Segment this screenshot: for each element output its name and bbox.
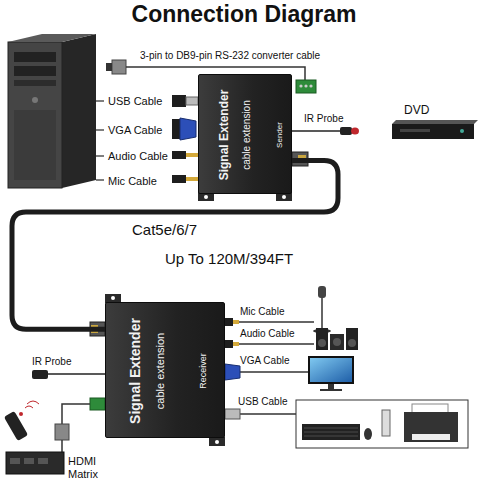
cable-label: Audio Cable [240,328,294,340]
usb-devices [296,400,468,448]
cable-label: IR Probe [32,356,71,368]
device-subtitle: cable extension [241,100,252,170]
audio-plug [225,340,239,348]
device-role: Sender [275,122,284,148]
cable-label: IR Probe [304,113,343,125]
pc-cables [96,101,104,180]
dvd-player [392,120,478,139]
audio-plug [225,318,239,326]
cable-label: Mic Cable [108,175,157,188]
microphone [313,286,331,333]
device-name: Signal Extender [128,318,143,424]
receiver-box: Signal Extender cable extension Receiver [105,302,225,438]
device-name: Signal Extender [219,90,232,181]
hdmi-matrix [6,452,64,474]
cable-label: Up To 120M/394FT [165,250,293,267]
usb-plug [172,95,198,107]
receiver-mounts [105,294,225,446]
cable-label: Mic Cable [240,306,284,318]
cable-label: USB Cable [238,396,287,408]
monitor [308,356,354,391]
cable-label: HDMI Matrix [68,455,108,480]
cable-label: DVD [404,104,429,118]
cable-label: VGA Cable [108,124,162,137]
vga-plug [225,364,240,380]
cable-label: USB Cable [108,95,162,108]
rs232-cable [55,398,105,452]
diagram-title: Connection Diagram [0,1,488,28]
mic-plug [172,175,198,183]
speakers [316,328,358,350]
vga-plug [172,118,196,140]
cable-label: 3-pin to DB9-pin RS-232 converter cable [140,50,320,62]
pc-tower [8,34,96,188]
cable-label: Audio Cable [108,150,168,163]
ir-probe [32,370,105,379]
cable-label: VGA Cable [240,355,289,367]
cable-type-label: Cat5e/6/7 [130,221,199,238]
usb-plug [225,409,240,419]
remote-control [4,401,39,441]
ir-probe [292,127,359,135]
sender-box: Signal Extender cable extension Sender [198,74,292,194]
device-subtitle: cable extension [154,333,166,409]
device-role: Receiver [199,353,209,389]
audio-plug [172,151,198,159]
